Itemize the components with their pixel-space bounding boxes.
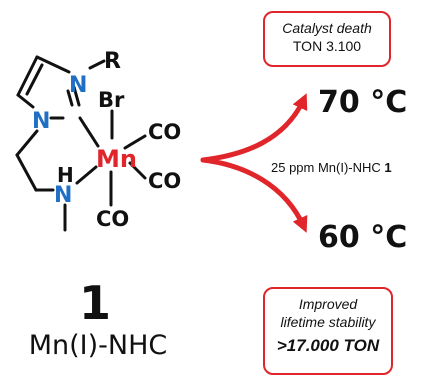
- carbonyl-ligand-1: CO: [148, 120, 181, 144]
- arrow-to-low-temperature: [200, 157, 308, 233]
- arrow-to-high-temperature: [200, 93, 308, 163]
- high-temperature-label: 70 °C: [318, 85, 408, 120]
- carbonyl-ligand-2: CO: [148, 169, 181, 193]
- nitrogen-atom-left: N: [32, 109, 50, 134]
- hydrogen-atom: H: [57, 163, 74, 187]
- nitrogen-atom-top: N: [69, 73, 87, 98]
- compound-number: 1: [78, 276, 111, 330]
- ton-low-temp-value: >17.000 TON: [276, 336, 380, 355]
- metal-bonds: [75, 109, 147, 207]
- compound-name: Mn(I)-NHC: [28, 330, 168, 361]
- improved-label: Improved: [298, 296, 358, 312]
- imidazole-ring: [16, 55, 106, 120]
- carbonyl-ligand-3: CO: [96, 207, 129, 231]
- lifetime-stability-label: lifetime stability: [280, 314, 376, 330]
- ethylene-linker: [15, 129, 67, 232]
- manganese-atom: Mn: [96, 145, 137, 173]
- reaction-conditions: 25 ppm Mn(I)-NHC 1: [271, 160, 392, 175]
- catalyst-compound-ref: 1: [384, 160, 392, 175]
- r-group-label: R: [104, 49, 121, 74]
- bromine-atom: Br: [98, 88, 125, 112]
- nitrogen-atom-amine: N: [54, 183, 72, 208]
- catalyst-death-box: Catalyst death TON 3.100: [263, 11, 391, 67]
- ton-high-temp-value: TON 3.100: [292, 38, 362, 54]
- catalyst-loading-text: 25 ppm Mn(I)-NHC: [271, 160, 385, 175]
- low-temperature-label: 60 °C: [318, 220, 408, 255]
- improved-stability-box: Improved lifetime stability >17.000 TON: [263, 287, 393, 375]
- catalyst-death-label: Catalyst death: [282, 20, 372, 36]
- temperature-arrows: [200, 93, 308, 233]
